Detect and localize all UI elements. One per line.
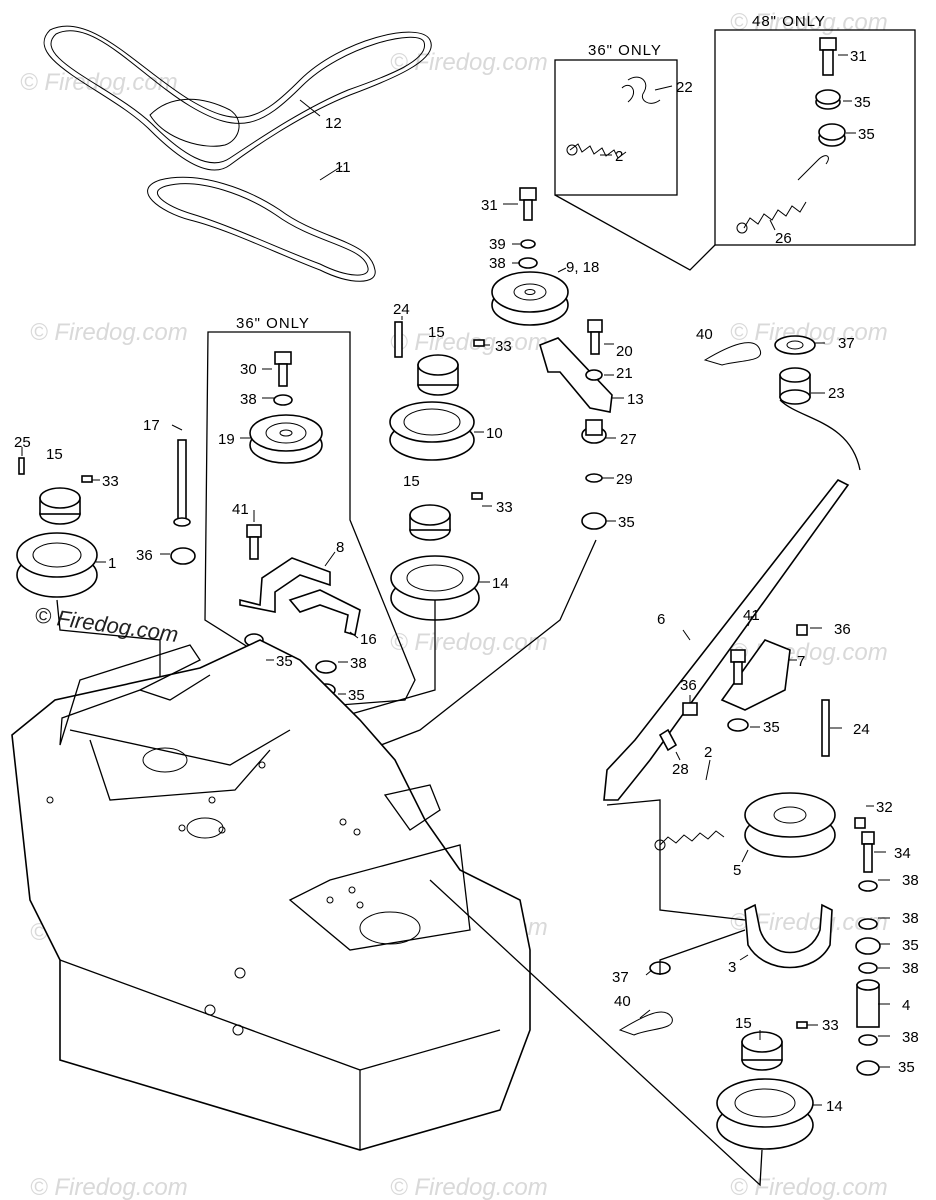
callout-27: 27	[620, 431, 637, 448]
callout-19: 19	[218, 431, 235, 448]
center-pulley-14	[329, 492, 483, 721]
callout-35: 35	[348, 687, 365, 704]
callout-7: 7	[797, 653, 805, 670]
callout-17: 17	[143, 417, 160, 434]
callout-31: 31	[850, 48, 867, 65]
callout-24: 24	[393, 301, 410, 318]
bottom-pulley-14	[429, 879, 814, 1187]
callout-15: 15	[403, 473, 420, 490]
callout-5: 5	[733, 862, 741, 879]
callout-36: 36	[680, 677, 697, 694]
callout-41: 41	[743, 607, 760, 624]
callout-37: 37	[838, 335, 855, 352]
callout-36: 36	[834, 621, 851, 638]
watermark-text: © Firedog.com	[20, 69, 178, 96]
callout-31: 31	[481, 197, 498, 214]
callout-38: 38	[240, 391, 257, 408]
callout-2: 2	[704, 744, 712, 761]
callout-14: 14	[492, 575, 509, 592]
spring-26	[736, 155, 829, 234]
callout-33: 33	[822, 1017, 839, 1034]
callout-35: 35	[902, 937, 919, 954]
callout-15: 15	[735, 1015, 752, 1032]
box-36-only-left: 36" ONLY	[204, 315, 416, 706]
callout-20: 20	[616, 343, 633, 360]
center-pulley-10	[389, 321, 485, 461]
box-36-only-left-title: 36" ONLY	[236, 315, 310, 332]
watermark-text: © Firedog.com	[390, 1174, 548, 1200]
lift-assembly	[603, 335, 881, 1076]
callout-15: 15	[428, 324, 445, 341]
callout-6: 6	[657, 611, 665, 628]
callout-24: 24	[853, 721, 870, 738]
callout-36: 36	[136, 547, 153, 564]
callout-29: 29	[616, 471, 633, 488]
callout-38: 38	[489, 255, 506, 272]
callout-35: 35	[898, 1059, 915, 1076]
deck-belt-12	[43, 25, 432, 171]
idler-spring	[566, 84, 634, 159]
callout-4: 4	[902, 997, 910, 1014]
mower-deck-housing	[11, 639, 531, 1151]
callout-33: 33	[496, 499, 513, 516]
callout-34: 34	[894, 845, 911, 862]
callout-2: 2	[615, 148, 623, 165]
callout-38: 38	[350, 655, 367, 672]
callout-38: 38	[902, 872, 919, 889]
callout-40: 40	[614, 993, 631, 1010]
watermark-text: © Firedog.com	[390, 629, 548, 656]
callout-15: 15	[46, 446, 63, 463]
callout-40: 40	[696, 326, 713, 343]
mower-belt-11	[147, 176, 376, 282]
watermark-text: © Firedog.com	[30, 319, 188, 346]
callout-16: 16	[360, 631, 377, 648]
box-48-only-title: 48" ONLY	[752, 13, 826, 30]
callout-22: 22	[676, 79, 693, 96]
callout-26: 26	[775, 230, 792, 247]
box-36-only-title: 36" ONLY	[588, 42, 662, 59]
callout-35: 35	[858, 126, 875, 143]
callout-25: 25	[14, 434, 31, 451]
watermark-text: © Firedog.com	[390, 49, 548, 76]
callout-8: 8	[336, 539, 344, 556]
callout-1: 1	[108, 555, 116, 572]
callout-21: 21	[616, 365, 633, 382]
callout-30: 30	[240, 361, 257, 378]
callout-11: 11	[335, 159, 351, 176]
callout-38: 38	[902, 1029, 919, 1046]
idler-pulley-group	[289, 187, 613, 781]
leader-lines	[21, 54, 890, 1106]
callout-41: 41	[232, 501, 249, 518]
callout-23: 23	[828, 385, 845, 402]
watermark-text: © Firedog.com	[730, 9, 888, 36]
callout-39: 39	[489, 236, 506, 253]
callout-35: 35	[763, 719, 780, 736]
left-pulley-1	[16, 439, 196, 760]
callout-35: 35	[618, 514, 635, 531]
callout-32: 32	[876, 799, 893, 816]
callout-38: 38	[902, 960, 919, 977]
watermark-text: © Firedog.com	[390, 329, 548, 356]
watermark-text: © Firedog.com	[30, 1174, 188, 1200]
callout-10: 10	[486, 425, 503, 442]
callout-3: 3	[728, 959, 736, 976]
callout-labels: 12 11 22 2 31 35 35 26 31 39 38 9, 18 20…	[14, 48, 919, 1115]
watermark-text: © Firedog.com	[730, 1174, 888, 1200]
callout-9-18: 9, 18	[566, 259, 599, 276]
hook-22	[627, 76, 661, 104]
box-36-only-top: 36" ONLY	[554, 42, 716, 271]
callout-28: 28	[672, 761, 689, 778]
callout-35: 35	[276, 653, 293, 670]
callout-14: 14	[826, 1098, 843, 1115]
callout-38: 38	[902, 910, 919, 927]
callout-13: 13	[627, 391, 644, 408]
callout-37: 37	[612, 969, 629, 986]
callout-33: 33	[495, 338, 512, 355]
callout-33: 33	[102, 473, 119, 490]
callout-12: 12	[325, 115, 342, 132]
box-48-only: 48" ONLY	[714, 13, 916, 246]
callout-35: 35	[854, 94, 871, 111]
